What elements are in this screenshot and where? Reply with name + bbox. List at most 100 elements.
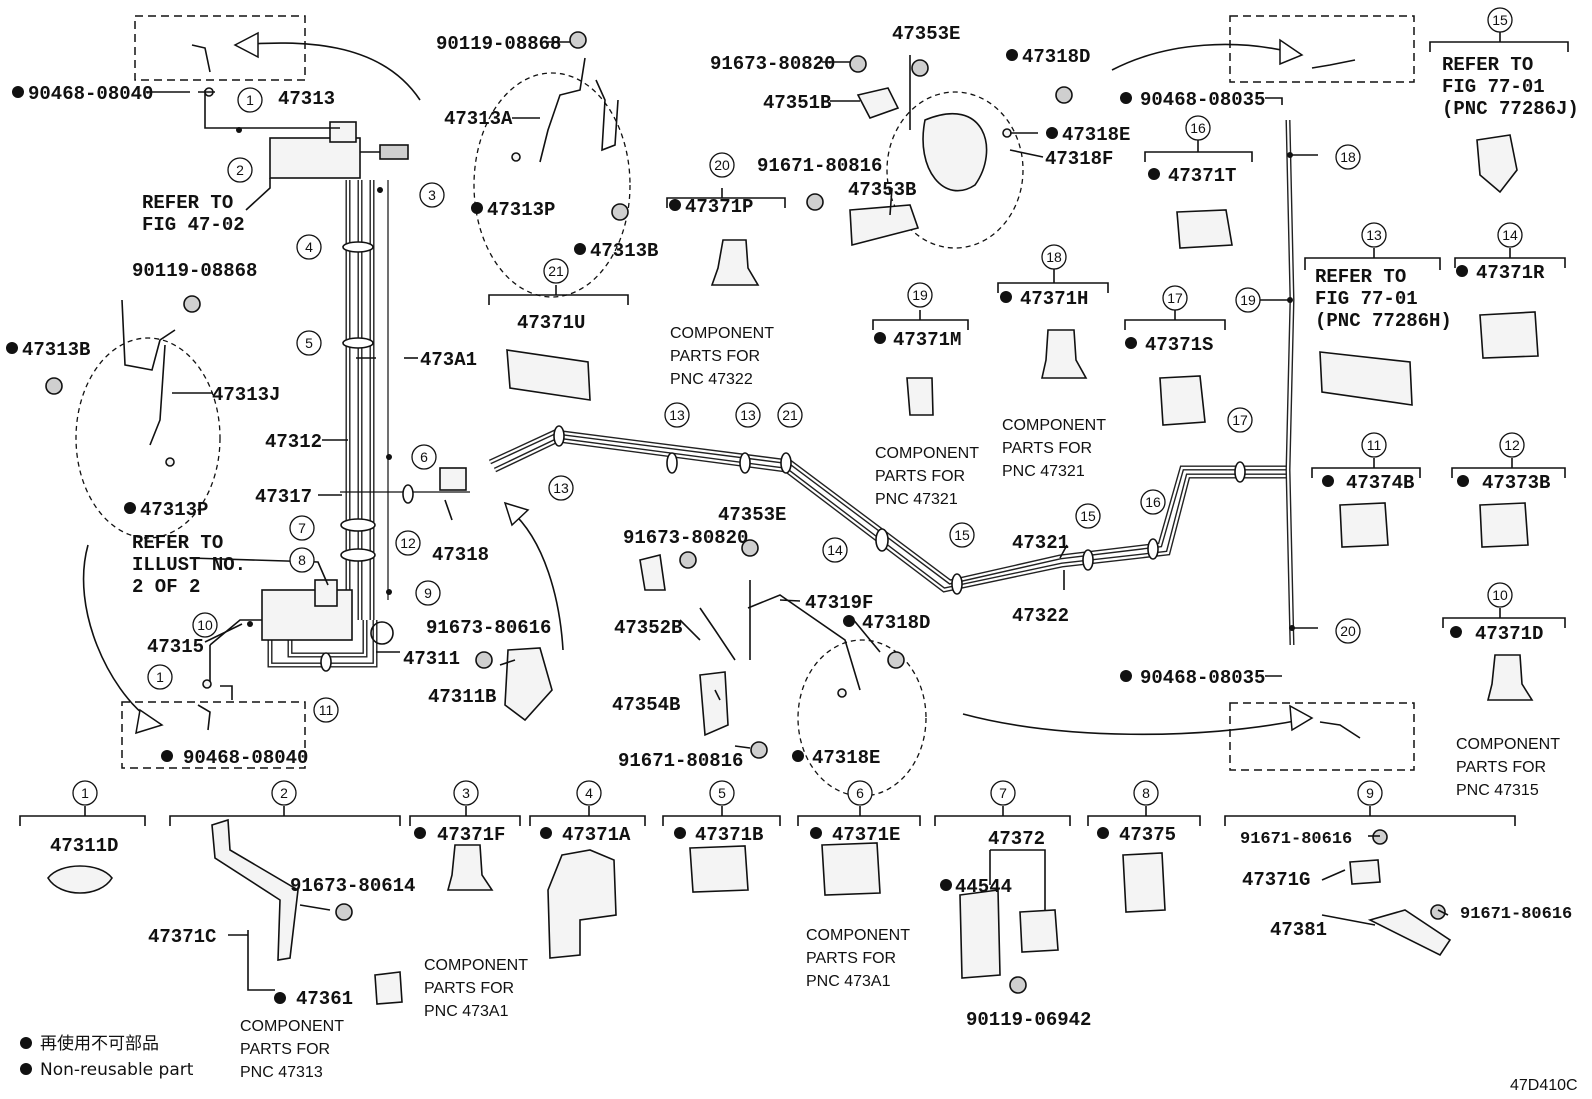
- callout-14-a: 14: [822, 537, 848, 563]
- fasteners: [45, 31, 1446, 994]
- svg-text:8: 8: [298, 552, 306, 568]
- main-brake-tubes: [204, 90, 1295, 682]
- svg-text:1: 1: [81, 785, 89, 801]
- callout-21-a: 21: [777, 402, 803, 428]
- label-comp-473A1-a-3: PNC 473A1: [424, 1003, 509, 1020]
- callout-9-b: 9: [1357, 780, 1383, 806]
- label-47313P-b: 47313P: [140, 499, 208, 521]
- callout-1-a: 1: [237, 87, 263, 113]
- label-refer-77286J-2: FIG 77-01: [1442, 76, 1545, 98]
- label-comp-47321-a-1: COMPONENT: [875, 445, 979, 462]
- label-91673-80820-a: 91673-80820: [710, 53, 835, 75]
- callout-13-a: 13: [548, 475, 574, 501]
- label-47371G: 47371G: [1242, 869, 1310, 891]
- label-refer-77286J-1: REFER TO: [1442, 54, 1533, 76]
- label-47313P-a: 47313P: [487, 199, 555, 221]
- label-47353E-a: 47353E: [892, 23, 960, 45]
- svg-text:18: 18: [1046, 249, 1062, 265]
- label-47371H: 47371H: [1020, 288, 1088, 310]
- callout-20-a: 20: [1335, 618, 1361, 644]
- label-comp-473A1-a-2: PARTS FOR: [424, 980, 514, 997]
- svg-text:7: 7: [298, 520, 306, 536]
- label-refer-77286H-3: (PNC 77286H): [1315, 310, 1452, 332]
- svg-text:5: 5: [718, 785, 726, 801]
- label-47373B: 47373B: [1482, 472, 1550, 494]
- svg-text:2: 2: [280, 785, 288, 801]
- svg-text:10: 10: [197, 617, 213, 633]
- svg-text:16: 16: [1190, 120, 1206, 136]
- label-47311: 47311: [403, 648, 460, 670]
- hose-assemblies: [121, 57, 988, 737]
- callout-10-b: 10: [1487, 582, 1513, 608]
- svg-text:20: 20: [714, 157, 730, 173]
- label-90119-06942: 90119-06942: [966, 1009, 1091, 1031]
- svg-text:4: 4: [585, 785, 593, 801]
- label-47313J: 47313J: [212, 384, 280, 406]
- label-47361: 47361: [296, 988, 353, 1010]
- label-91671-80616-a: 91671-80616: [1240, 830, 1352, 849]
- svg-text:12: 12: [1504, 437, 1520, 453]
- callout-17-a: 17: [1227, 407, 1253, 433]
- label-47319F: 47319F: [805, 592, 873, 614]
- clip-illustrations: [47, 134, 1539, 1005]
- label-91673-80820-b: 91673-80820: [623, 527, 748, 549]
- label-refer-illust-2: ILLUST NO.: [132, 554, 246, 576]
- label-91673-80616: 91673-80616: [426, 617, 551, 639]
- label-comp-47321-b-2: PARTS FOR: [1002, 440, 1092, 457]
- label-47372: 47372: [988, 828, 1045, 850]
- label-comp-47322-2: PARTS FOR: [670, 348, 760, 365]
- svg-text:15: 15: [954, 527, 970, 543]
- label-comp-473A1-a-1: COMPONENT: [424, 957, 528, 974]
- callout-10-a: 10: [192, 612, 218, 638]
- label-47317: 47317: [255, 486, 312, 508]
- svg-text:13: 13: [740, 407, 756, 423]
- label-47318E-b: 47318E: [812, 747, 880, 769]
- callout-21-b: 21: [543, 258, 569, 284]
- label-comp-473A1-b-3: PNC 473A1: [806, 973, 891, 990]
- label-47371D: 47371D: [1475, 623, 1543, 645]
- svg-text:2: 2: [236, 162, 244, 178]
- label-47371U: 47371U: [517, 312, 585, 334]
- legend-jp: 再使用不可部品: [40, 1033, 159, 1054]
- label-comp-47315-2: PARTS FOR: [1456, 759, 1546, 776]
- svg-text:16: 16: [1145, 494, 1161, 510]
- svg-text:10: 10: [1492, 587, 1508, 603]
- label-47353B: 47353B: [848, 179, 916, 201]
- callout-8-b: 8: [1133, 780, 1159, 806]
- callout-18-a: 18: [1335, 144, 1361, 170]
- callout-8-a: 8: [289, 547, 315, 573]
- callout-3-b: 3: [453, 780, 479, 806]
- label-47353E-b: 47353E: [718, 504, 786, 526]
- svg-text:20: 20: [1340, 623, 1356, 639]
- label-comp-47313-1: COMPONENT: [240, 1018, 344, 1035]
- svg-text:11: 11: [319, 702, 334, 718]
- callout-5-b: 5: [709, 780, 735, 806]
- svg-text:13: 13: [669, 407, 685, 423]
- label-90468-08040-a: 90468-08040: [28, 83, 153, 105]
- label-47318: 47318: [432, 544, 489, 566]
- svg-text:18: 18: [1340, 149, 1356, 165]
- label-comp-47315-1: COMPONENT: [1456, 736, 1560, 753]
- label-47318D-a: 47318D: [1022, 46, 1090, 68]
- label-refer-77286H-1: REFER TO: [1315, 266, 1406, 288]
- label-47321: 47321: [1012, 532, 1069, 554]
- callout-20-b: 20: [709, 152, 735, 178]
- label-47352B: 47352B: [614, 617, 682, 639]
- svg-text:6: 6: [420, 449, 428, 465]
- callout-1-c: 1: [72, 780, 98, 806]
- label-refer-fig-47-02-1: REFER TO: [142, 192, 233, 214]
- svg-text:8: 8: [1142, 785, 1150, 801]
- label-90468-08035-a: 90468-08035: [1140, 89, 1265, 111]
- svg-text:1: 1: [246, 92, 254, 108]
- label-47322: 47322: [1012, 605, 1069, 627]
- label-47371R: 47371R: [1476, 262, 1545, 284]
- callout-12-b: 12: [1499, 432, 1525, 458]
- callout-2-b: 2: [271, 780, 297, 806]
- label-refer-77286J-3: (PNC 77286J): [1442, 98, 1579, 120]
- svg-text:11: 11: [1367, 437, 1382, 453]
- callout-15-c: 15: [1487, 7, 1513, 33]
- callout-5: 5: [296, 330, 322, 356]
- callout-1-b: 1: [147, 664, 173, 690]
- label-47371B: 47371B: [695, 824, 763, 846]
